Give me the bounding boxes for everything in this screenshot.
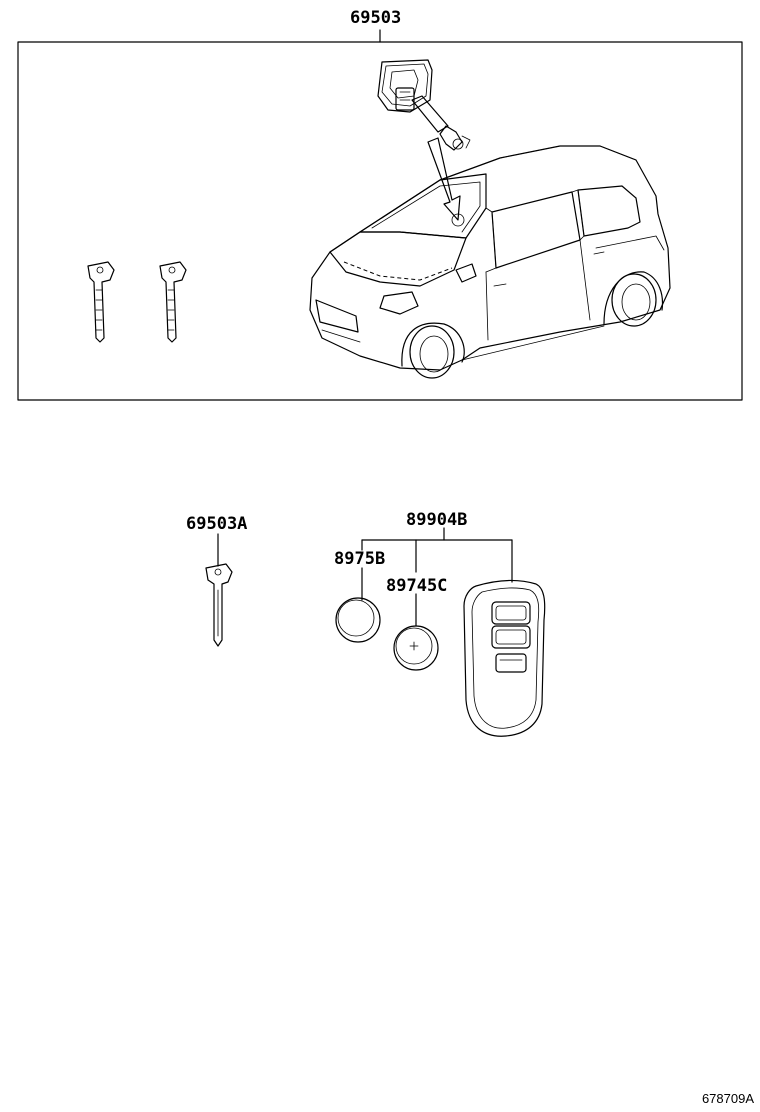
assembly-group-box [17,41,743,401]
key-blank [205,563,233,647]
illustration-id: 678709A [701,1091,754,1106]
location-arrow [427,137,465,227]
part-number-69503A: 69503A [186,514,248,534]
part-number-8975B: 8975B [334,549,386,569]
part-number-89904B: 89904B [406,510,468,530]
key-right [159,261,187,343]
leader-89904B [361,527,513,583]
part-number-69503: 69503 [350,8,402,28]
part-number-89745C: 89745C [386,576,448,596]
battery-89745C [393,625,439,671]
battery-8975B [335,597,381,643]
lock-cylinder-assembly [377,59,471,151]
vehicle-illustration [309,145,671,379]
key-left [87,261,115,343]
transmitter-89904B [463,579,546,737]
